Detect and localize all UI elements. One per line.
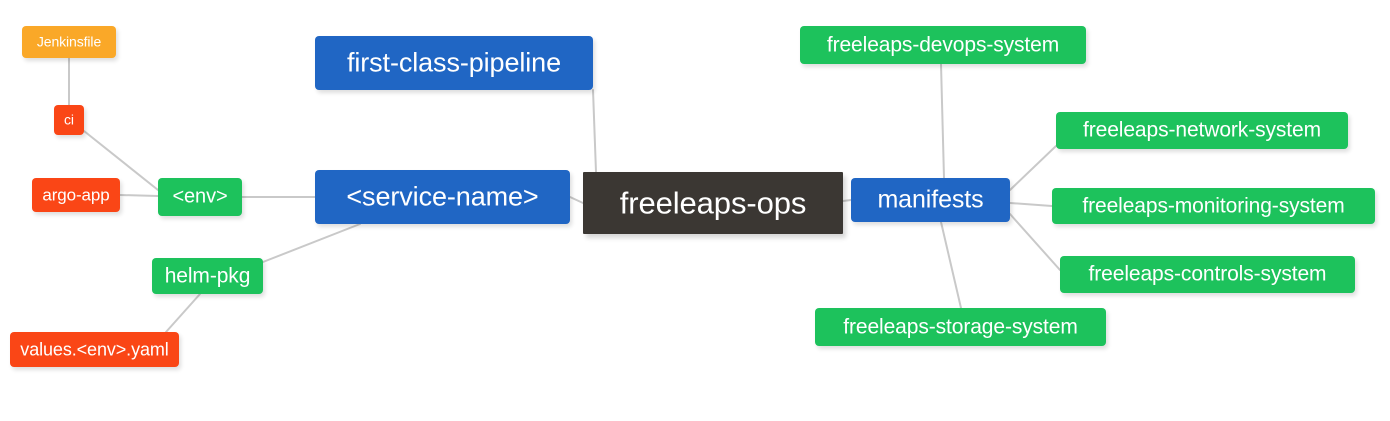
node-freeleaps-controls-system[interactable]: freeleaps-controls-system <box>1060 256 1355 293</box>
node-label: freeleaps-ops <box>619 185 807 220</box>
node-label: manifests <box>877 185 984 213</box>
node-manifests[interactable]: manifests <box>851 178 1010 222</box>
node-helm-pkg[interactable]: helm-pkg <box>152 258 263 294</box>
node-label: Jenkinsfile <box>36 33 102 50</box>
edge-root-to-service_name <box>569 196 584 204</box>
node-label: first-class-pipeline <box>346 47 562 77</box>
node-argo-app[interactable]: argo-app <box>32 178 120 212</box>
node-freeleaps-storage-system[interactable]: freeleaps-storage-system <box>815 308 1106 346</box>
node-label: helm-pkg <box>164 264 251 287</box>
node-label: freeleaps-network-system <box>1082 118 1321 142</box>
node-first-class-pipeline[interactable]: first-class-pipeline <box>315 36 593 90</box>
edge-manifests-to-network_system <box>1009 145 1057 191</box>
node-env[interactable]: <env> <box>158 178 242 216</box>
node-freeleaps-network-system[interactable]: freeleaps-network-system <box>1056 112 1348 149</box>
node-label: freeleaps-controls-system <box>1088 262 1327 286</box>
node-label: <env> <box>172 185 228 208</box>
node-service-name[interactable]: <service-name> <box>315 170 570 224</box>
node-freeleaps-ops[interactable]: freeleaps-ops <box>583 172 843 234</box>
node-label: values.<env>.yaml <box>20 339 169 359</box>
node-ci[interactable]: ci <box>54 105 84 135</box>
edge-env-to-argo_app <box>119 194 159 197</box>
edge-manifests-to-monitoring_system <box>1009 202 1053 207</box>
node-label: freeleaps-monitoring-system <box>1082 194 1345 217</box>
node-jenkinsfile[interactable]: Jenkinsfile <box>22 26 116 58</box>
edge-root-to-first_class_pipeline <box>592 89 597 173</box>
edge-manifests-to-storage_system <box>940 221 962 309</box>
node-label: freeleaps-storage-system <box>843 315 1078 338</box>
node-label: ci <box>64 111 74 128</box>
node-freeleaps-monitoring-system[interactable]: freeleaps-monitoring-system <box>1052 188 1375 224</box>
edge-helm_pkg-to-values_yaml <box>165 293 201 333</box>
node-label: freeleaps-devops-system <box>826 33 1060 56</box>
node-label: <service-name> <box>346 181 539 211</box>
edge-manifests-to-devops_system <box>940 63 945 179</box>
edge-service_name-to-helm_pkg <box>262 223 361 263</box>
node-label: argo-app <box>42 185 110 204</box>
node-values-yaml[interactable]: values.<env>.yaml <box>10 332 179 367</box>
node-freeleaps-devops-system[interactable]: freeleaps-devops-system <box>800 26 1086 64</box>
edge-root-to-manifests <box>842 199 852 202</box>
